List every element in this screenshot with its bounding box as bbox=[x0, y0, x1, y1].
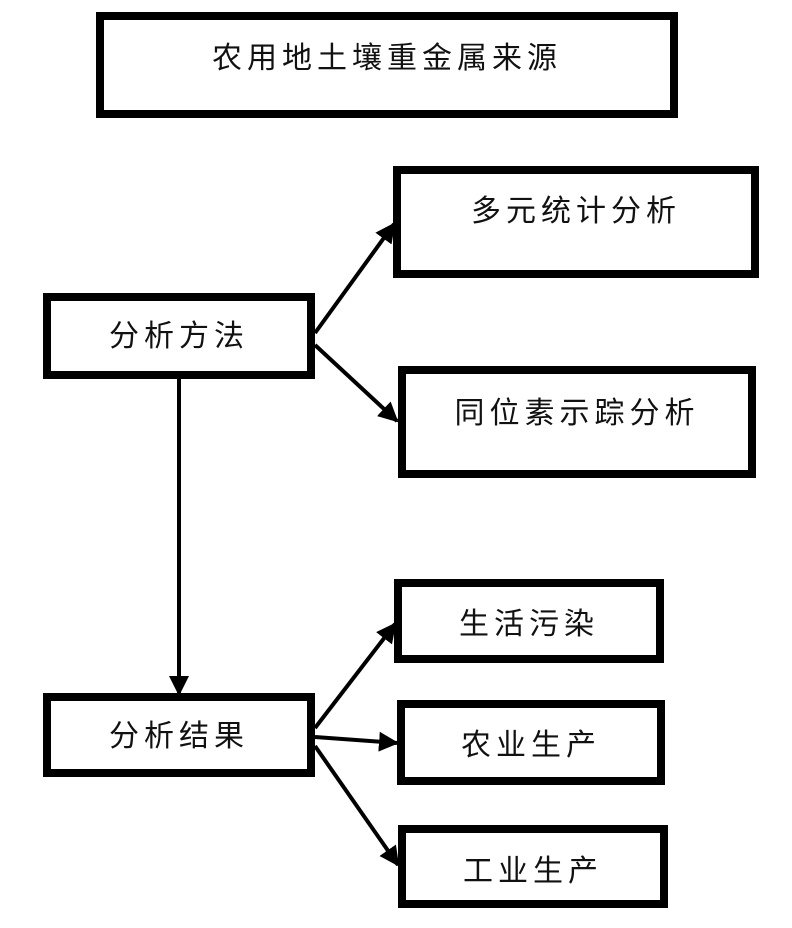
isotope-tracing-box: 同位素示踪分析 bbox=[398, 366, 756, 478]
arrow-result-to-industry bbox=[313, 744, 400, 867]
industrial-production-label: 工业生产 bbox=[463, 854, 603, 889]
result-label: 分析结果 bbox=[109, 719, 249, 754]
domestic-pollution-box: 生活污染 bbox=[394, 579, 664, 663]
method-label: 分析方法 bbox=[109, 319, 249, 354]
agricultural-production-box: 农业生产 bbox=[397, 700, 665, 785]
arrow-result-to-agriculture bbox=[314, 731, 399, 752]
isotope-tracing-label: 同位素示踪分析 bbox=[454, 396, 700, 431]
multivariate-analysis-box: 多元统计分析 bbox=[393, 166, 759, 278]
method-box: 分析方法 bbox=[43, 293, 315, 379]
domestic-pollution-label: 生活污染 bbox=[459, 607, 599, 642]
agricultural-production-label: 农业生产 bbox=[461, 728, 601, 763]
arrow-method-to-isotope bbox=[313, 343, 399, 423]
multivariate-analysis-label: 多元统计分析 bbox=[471, 194, 681, 229]
arrow-method-to-multivariate bbox=[313, 222, 396, 335]
industrial-production-box: 工业生产 bbox=[398, 825, 668, 908]
arrow-result-to-living bbox=[313, 622, 397, 730]
result-box: 分析结果 bbox=[43, 693, 315, 777]
title-label: 农用地土壤重金属来源 bbox=[212, 41, 562, 76]
title-box: 农用地土壤重金属来源 bbox=[96, 12, 678, 118]
